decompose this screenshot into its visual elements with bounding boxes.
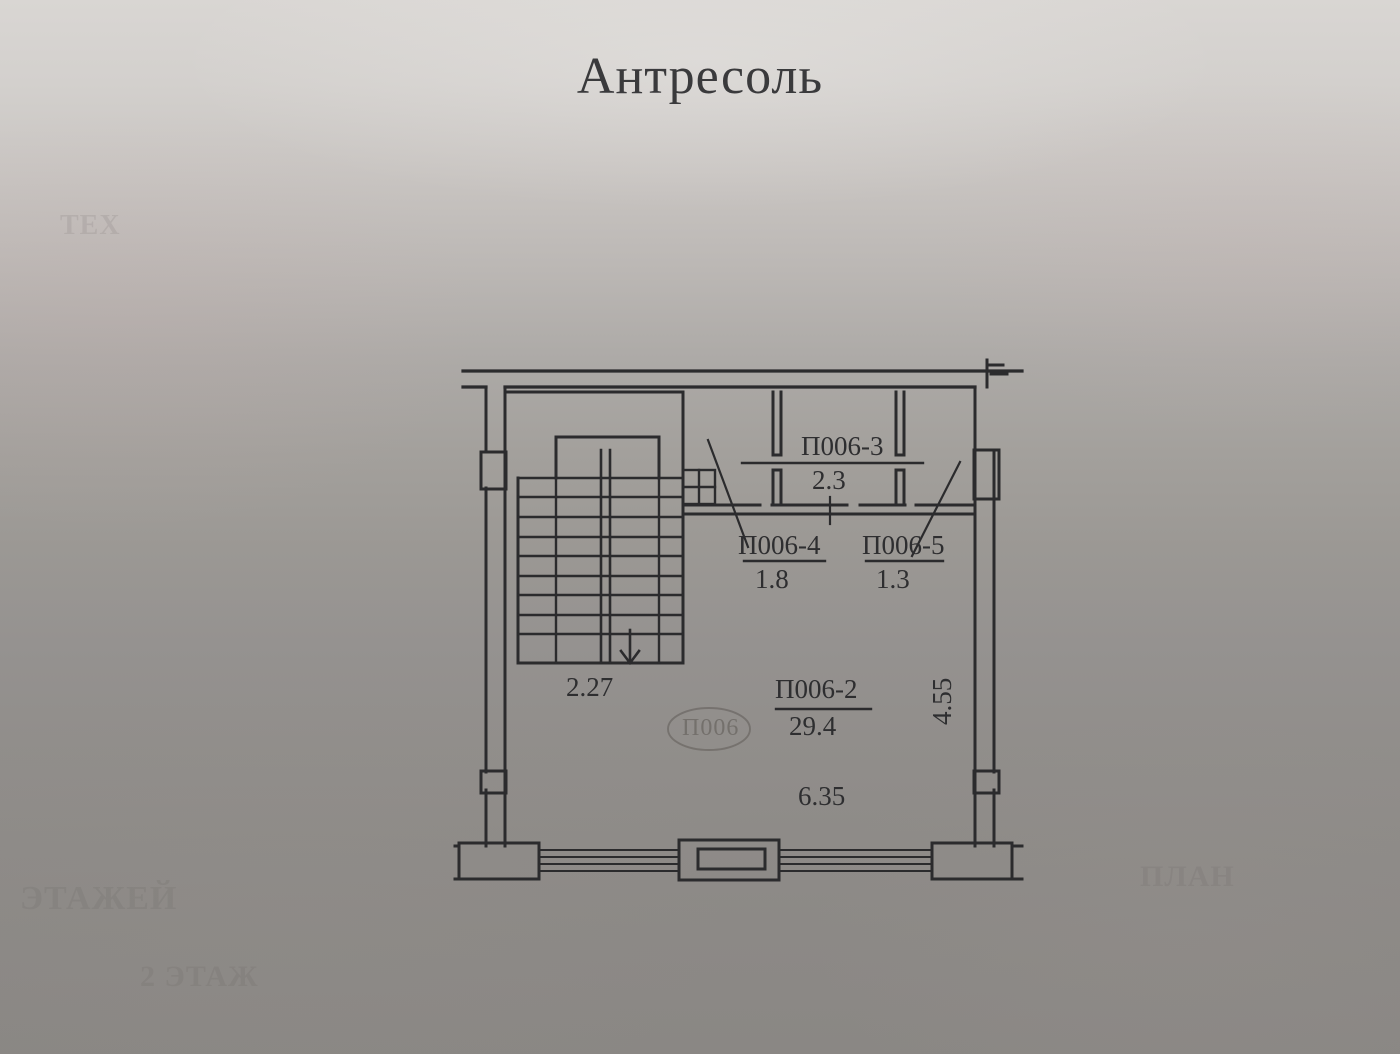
stair-stringers (554, 476, 661, 665)
top-right-wall-stub (985, 358, 1009, 389)
page-title: Антресоль (576, 48, 824, 105)
zone-stamp-text: П006 (682, 715, 740, 741)
room-area-p006-3: 2.3 (812, 465, 846, 495)
room-label-p006-4: П006-4 (738, 530, 821, 560)
leader-line-p006-4 (706, 438, 750, 549)
leader-line-p006-5 (910, 460, 962, 558)
left-lower-pilaster (479, 769, 508, 795)
dimension-width-main: 6.35 (798, 781, 846, 811)
room-label-p006-2: П006-2 (775, 674, 858, 704)
right-lower-pilaster (972, 769, 1001, 795)
room-label-p006-3: П006-3 (801, 431, 884, 461)
partition-wall-c (894, 390, 906, 507)
room-area-p006-4: 1.8 (755, 564, 789, 594)
partition-wall-b (771, 390, 783, 507)
duct-shaft-symbol (681, 468, 717, 506)
left-exterior-wall (484, 385, 507, 848)
right-upper-pilaster (972, 448, 1001, 501)
bottom-wall-window-assembly (453, 838, 1024, 882)
window-glazing-right (778, 849, 933, 872)
stair-direction-arrow (619, 628, 641, 666)
stair-central-railing (599, 448, 612, 665)
right-exterior-wall (973, 385, 996, 848)
window-glazing-left (538, 849, 680, 872)
stair-landing-rectangle (554, 435, 661, 480)
room-area-p006-5: 1.3 (876, 564, 910, 594)
room-area-p006-2: 29.4 (789, 711, 837, 741)
room-label-p006-5: П006-5 (862, 530, 945, 560)
left-upper-pilaster (479, 450, 508, 491)
stairwell-enclosure (503, 390, 685, 665)
exterior-top-wall (461, 369, 1024, 389)
dimension-stair-width: 2.27 (566, 672, 614, 702)
dimension-height-main: 4.55 (927, 677, 957, 725)
zone-stamp-ellipse (667, 707, 751, 751)
